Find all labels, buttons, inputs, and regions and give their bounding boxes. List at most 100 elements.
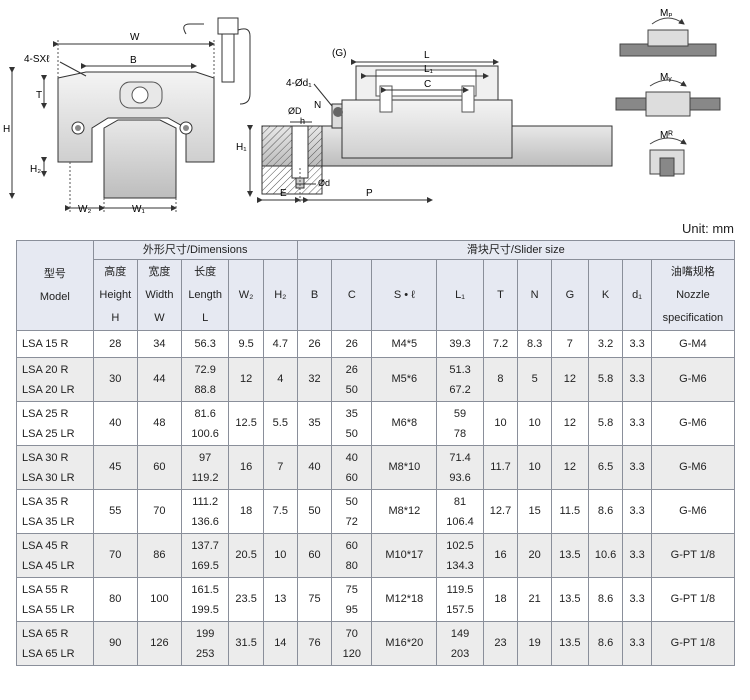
cell-d1: 3.3 — [622, 489, 652, 534]
cell-l1-line: 71.4 — [449, 451, 471, 464]
cell-t: 12.7 — [482, 489, 519, 534]
front-label-W: W — [130, 32, 140, 43]
cell-nozzle: G-PT 1/8 — [650, 621, 736, 666]
cell-k: 8.6 — [587, 621, 624, 666]
cell-c-line: 60 — [345, 471, 358, 484]
header-n: N — [517, 259, 552, 331]
cell-b: 75 — [296, 577, 333, 622]
cell-l1-line: 78 — [453, 427, 467, 440]
cell-k: 3.2 — [587, 330, 624, 358]
front-label-H2: H₂ — [30, 164, 41, 175]
cell-k: 6.5 — [587, 445, 624, 490]
cell-d1: 3.3 — [622, 445, 652, 490]
cell-l-line: 253 — [195, 647, 215, 660]
cell-h: 30 — [92, 357, 138, 402]
cell-g: 12 — [550, 445, 589, 490]
cell-g: 13.5 — [550, 621, 589, 666]
cell-w: 86 — [136, 533, 183, 578]
moment-label-MP: Mₚ — [660, 8, 673, 19]
cell-h2: 13 — [262, 577, 298, 622]
header-l1: L₁ — [436, 259, 484, 331]
cell-b: 26 — [296, 330, 333, 358]
header-d1: d₁ — [622, 259, 652, 331]
cell-g: 13.5 — [550, 533, 589, 578]
cell-l-line: 161.5 — [191, 583, 219, 596]
cell-h: 70 — [92, 533, 138, 578]
side-label-L1: L₁ — [424, 64, 434, 75]
moment-label-MY: Mᵧ — [660, 72, 672, 83]
moment-illustrations: Mₚ Mᵧ Mᴿ — [615, 8, 721, 177]
cell-l1-line: 81 — [453, 495, 467, 508]
cell-sl: M8*12 — [371, 489, 438, 534]
cell-d1: 3.3 — [622, 357, 652, 402]
cell-model-line: LSA 55 R — [22, 583, 69, 596]
cell-nozzle: G-M6 — [650, 357, 736, 402]
cell-h: 28 — [92, 330, 138, 358]
header-s-l: S • ℓ — [371, 259, 438, 331]
cell-w2: 16 — [228, 445, 264, 490]
cell-l1-line: 134.3 — [446, 559, 474, 572]
cell-model-line: LSA 65 R — [22, 627, 69, 640]
front-label-H: H — [3, 124, 10, 135]
cell-g: 12 — [550, 357, 589, 402]
cell-w2: 12 — [228, 357, 264, 402]
cell-l1-line: 67.2 — [449, 383, 471, 396]
cell-l-line: 88.8 — [194, 383, 216, 396]
cell-nozzle: G-PT 1/8 — [650, 533, 736, 578]
header-g: G — [550, 259, 589, 331]
cell-g: 12 — [550, 401, 589, 446]
cell-model-line: LSA 55 LR — [22, 603, 75, 616]
cell-w: 100 — [136, 577, 183, 622]
cell-w: 60 — [136, 445, 183, 490]
side-label-N: N — [314, 100, 321, 111]
cell-d1: 3.3 — [622, 621, 652, 666]
cell-c-line: 40 — [345, 451, 358, 464]
cell-sl: M4*5 — [371, 330, 438, 358]
cell-model-line: LSA 25 R — [22, 407, 69, 420]
cell-c: 40 60 — [331, 445, 373, 490]
cell-w2: 23.5 — [228, 577, 264, 622]
front-label-sx: 4-SXℓ — [24, 54, 50, 65]
side-label-C: C — [424, 79, 431, 90]
group-dimensions: 外形尺寸/Dimensions — [92, 240, 298, 260]
cell-model-line: LSA 30 LR — [22, 471, 75, 484]
cell-n: 8.3 — [517, 330, 552, 358]
cell-b: 35 — [296, 401, 333, 446]
cell-n: 5 — [517, 357, 552, 402]
cell-n: 10 — [517, 445, 552, 490]
side-label-H1: H₁ — [236, 142, 247, 153]
unit-label: Unit: mm — [682, 221, 734, 236]
cell-t: 16 — [482, 533, 519, 578]
cell-d1: 3.3 — [622, 577, 652, 622]
cell-c-line: 60 — [345, 539, 358, 552]
cell-l-line: 119.2 — [191, 471, 219, 484]
cell-l-line: 56.3 — [194, 338, 216, 350]
cell-l1: 39.3 — [436, 330, 484, 358]
side-label-d1: 4-Ød₁ — [286, 78, 312, 89]
cell-l: 161.5 199.5 — [180, 577, 230, 622]
cell-c-line: 120 — [342, 647, 361, 660]
cell-w: 34 — [136, 330, 183, 358]
cell-l1-line: 51.3 — [449, 363, 471, 376]
cell-l-line: 100.6 — [191, 427, 219, 440]
cell-c-line: 50 — [345, 383, 358, 396]
cell-sl: M10*17 — [371, 533, 438, 578]
cell-c-line: 26 — [345, 338, 358, 350]
cell-w2: 20.5 — [228, 533, 264, 578]
cell-l-line: 199.5 — [191, 603, 219, 616]
cell-d1: 3.3 — [622, 533, 652, 578]
